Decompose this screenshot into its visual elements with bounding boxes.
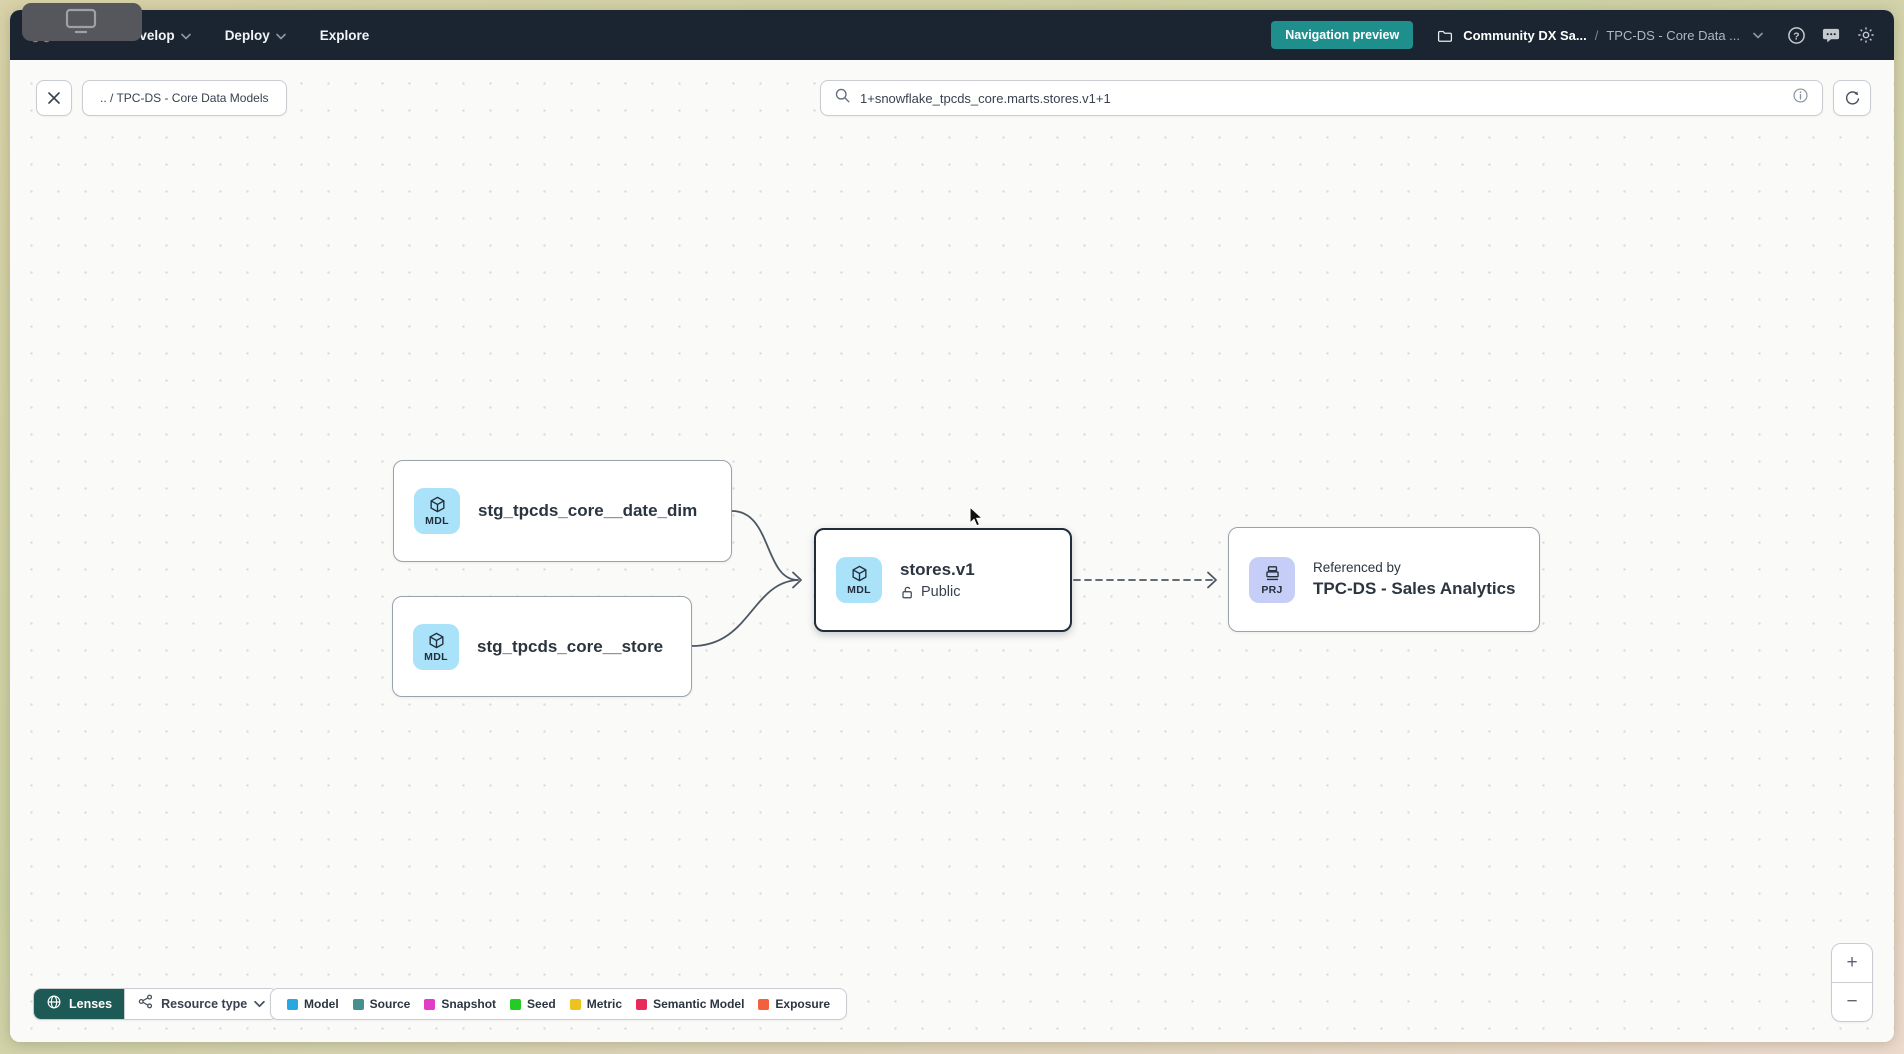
chevron-down-icon[interactable] — [1748, 25, 1768, 45]
search-icon — [834, 87, 851, 109]
chip-label: MDL — [847, 584, 871, 596]
app-window: dbt Develop Deploy Explore Navigation pr… — [10, 10, 1894, 1042]
legend-label: Snapshot — [441, 997, 497, 1011]
nav-utility-icons: ? — [1786, 25, 1876, 45]
svg-text:?: ? — [1793, 31, 1799, 42]
legend-label: Semantic Model — [653, 997, 745, 1011]
stacked-trays-icon — [1265, 565, 1279, 580]
legend-swatch — [424, 998, 436, 1010]
legend-label: Source — [369, 997, 411, 1011]
nav-item-deploy[interactable]: Deploy — [225, 28, 286, 43]
project-chip: PRJ — [1249, 556, 1295, 603]
legend-label: Exposure — [775, 997, 831, 1011]
resource-graph-icon — [137, 993, 154, 1015]
lineage-canvas[interactable] — [10, 60, 1894, 1042]
legend-swatch — [510, 998, 522, 1010]
unlock-icon — [902, 586, 912, 598]
lenses-label: Lenses — [69, 997, 113, 1011]
legend-swatch — [636, 998, 648, 1010]
model-chip: MDL — [413, 623, 459, 670]
model-chip: MDL — [836, 557, 882, 603]
chevron-down-icon — [254, 995, 266, 1013]
chip-label: PRJ — [1261, 583, 1283, 596]
lens-globe-icon — [46, 994, 62, 1015]
lenses-button[interactable]: Lenses — [34, 989, 125, 1019]
lineage-search — [820, 80, 1823, 116]
cube-icon — [429, 496, 445, 513]
cube-icon — [851, 565, 867, 582]
node-stg-tpcds-core-date-dim[interactable]: MDL stg_tpcds_core__date_dim — [393, 460, 732, 562]
zoom-in-button[interactable]: + — [1832, 944, 1872, 983]
feedback-icon[interactable] — [1821, 25, 1841, 45]
zoom-out-button[interactable]: − — [1846, 991, 1858, 1012]
node-title: stg_tpcds_core__store — [477, 636, 664, 656]
navigation-preview-badge[interactable]: Navigation preview — [1271, 21, 1414, 49]
top-nav: dbt Develop Deploy Explore Navigation pr… — [10, 10, 1894, 60]
context-breadcrumb-chip[interactable]: .. / TPC-DS - Core Data Models — [82, 80, 287, 116]
legend-item-source: Source — [352, 997, 411, 1011]
resource-type-legend: Model Source Snapshot Seed Metric Semant… — [270, 988, 848, 1020]
node-stg-tpcds-core-store[interactable]: MDL stg_tpcds_core__store — [392, 596, 692, 697]
legend-item-seed: Seed — [510, 997, 556, 1011]
legend-item-exposure: Exposure — [758, 997, 830, 1011]
info-icon[interactable] — [1792, 87, 1809, 109]
legend-label: Metric — [586, 997, 623, 1011]
breadcrumb: Community DX Sa... / TPC-DS - Core Data … — [1435, 25, 1768, 45]
chip-label: MDL — [425, 515, 449, 527]
chip-label: MDL — [424, 650, 448, 663]
search-input[interactable] — [860, 90, 1783, 106]
monitor-icon — [62, 6, 102, 41]
folder-icon — [1435, 25, 1455, 45]
legend-label: Seed — [527, 997, 556, 1011]
access-label: Public — [921, 584, 961, 600]
legend-label: Model — [304, 997, 339, 1011]
node-title: stg_tpcds_core__date_dim — [478, 501, 698, 520]
settings-gear-icon[interactable] — [1856, 25, 1876, 45]
legend-swatch — [569, 998, 581, 1010]
legend-swatch — [758, 998, 770, 1010]
close-button[interactable] — [36, 80, 72, 116]
node-stores-v1[interactable]: MDL stores.v1 Public — [814, 528, 1072, 632]
screen-overlay-tab[interactable] — [22, 3, 142, 41]
resource-type-label: Resource type — [161, 997, 248, 1011]
nav-item-label: Deploy — [224, 27, 270, 43]
node-title: stores.v1 — [900, 560, 975, 579]
nav-item-explore[interactable]: Explore — [320, 28, 370, 43]
node-tpcds-sales-analytics-project[interactable]: PRJ Referenced by TPC-DS - Sales Analyti… — [1228, 527, 1540, 632]
breadcrumb-account[interactable]: Community DX Sa... — [1463, 27, 1587, 43]
access-row: Public — [900, 584, 975, 600]
refresh-button[interactable] — [1833, 80, 1871, 116]
node-title: TPC-DS - Sales Analytics — [1313, 579, 1516, 598]
breadcrumb-separator: / — [1594, 27, 1599, 43]
legend-item-snapshot: Snapshot — [424, 997, 496, 1011]
breadcrumb-project[interactable]: TPC-DS - Core Data ... — [1606, 27, 1740, 43]
legend-swatch — [287, 998, 298, 1010]
legend-swatch — [352, 998, 364, 1010]
help-icon[interactable]: ? — [1786, 25, 1806, 45]
chevron-down-icon — [275, 28, 286, 43]
legend-item-semantic-model: Semantic Model — [636, 997, 744, 1011]
nav-menu: Develop Deploy Explore — [122, 28, 369, 43]
resource-type-button[interactable]: Resource type — [124, 989, 278, 1019]
model-chip: MDL — [414, 488, 460, 534]
cube-icon — [428, 632, 444, 648]
legend-item-model: Model — [287, 997, 339, 1011]
legend-item-metric: Metric — [569, 997, 623, 1011]
lens-controls: Lenses Resource type — [33, 988, 279, 1020]
node-subtitle: Referenced by — [1313, 560, 1401, 575]
zoom-controls: + − — [1831, 943, 1873, 1022]
chevron-down-icon — [180, 28, 191, 43]
nav-item-label: Explore — [319, 27, 370, 43]
